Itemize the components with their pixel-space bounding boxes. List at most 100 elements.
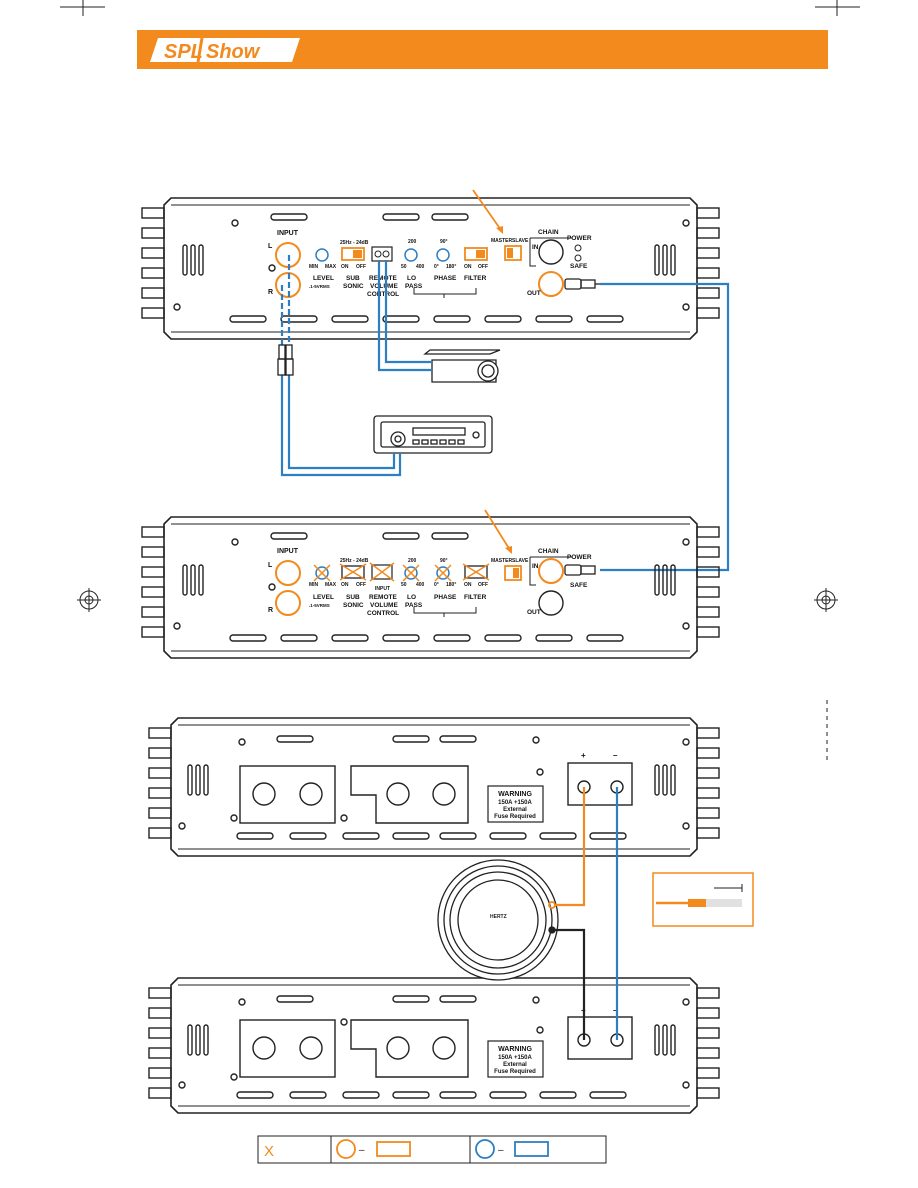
remote-label-3: CONTROL (367, 291, 399, 298)
legend-orange-circle-icon (336, 1139, 356, 1159)
level-max-label-2: MAX (325, 582, 337, 588)
phase-top-label-2: 90° (440, 558, 448, 564)
phase-knob (436, 248, 450, 262)
remote-input-port (371, 246, 393, 262)
warning-box-1: WARNING 150A +150A External Fuse Require… (487, 785, 544, 823)
remote-label-3-2: CONTROL (367, 610, 399, 617)
level-min-label-2: MIN (309, 582, 319, 588)
input-label: INPUT (277, 230, 299, 237)
chain-out-label-2: OUT (527, 609, 541, 616)
input-l-jack-2 (275, 560, 301, 586)
legend-orange-rect-icon (376, 1141, 411, 1157)
legend-dash-2: – (498, 1145, 504, 1156)
master-slave-switch (504, 245, 522, 261)
amplifier-power-bottom: + – WARNING 150A +150A External Fuse Req… (148, 977, 720, 1114)
subsonic-switch (341, 247, 365, 261)
registration-marks (77, 588, 838, 760)
subsonic-on-label: ON (341, 264, 349, 270)
power-label: POWER (567, 235, 592, 242)
rca-plugs-input (277, 344, 294, 376)
signal-cables-top (280, 255, 730, 572)
rca-plug-out (564, 278, 600, 290)
lopass-label-1: LO (407, 275, 416, 282)
slave-label-2: SLAVE (512, 558, 529, 564)
legend: X – – (257, 1135, 607, 1164)
level-sub-label: .1-5VRMS (309, 284, 330, 289)
filter-switch (464, 247, 488, 261)
master-arrow (472, 189, 503, 234)
filter-label-2: FILTER (464, 594, 487, 601)
amplifier-top: INPUT L R MIN MAX LEVEL .1-5VRMS 25Hz - … (141, 189, 720, 340)
legend-blue-circle-icon (475, 1139, 495, 1159)
chain-in-jack-2 (538, 558, 564, 584)
chain-in-label-2: IN (532, 563, 539, 570)
input-r-jack-2 (275, 590, 301, 616)
remote-label-1-2: REMOTE (369, 594, 397, 601)
level-min-label: MIN (309, 264, 319, 270)
subsonic-top-label: 25Hz - 24dB (340, 240, 369, 246)
subsonic-label: SUB (346, 275, 360, 282)
level-max-label: MAX (325, 264, 337, 270)
level-label: LEVEL (313, 275, 334, 282)
phase-min-label-2: 0° (434, 582, 439, 588)
remote-input-label-2: INPUT (375, 586, 390, 592)
lopass-max-label-2: 400 (416, 582, 425, 588)
filter-on-label: ON (464, 264, 472, 270)
amplifier-power-top: + – WARNING 150A +150A External Fuse Req… (148, 717, 720, 857)
lopass-label-2-2: PASS (405, 602, 423, 609)
subsonic-top-label-2: 25Hz - 24dB (340, 558, 369, 564)
lopass-min-label-2: 50 (401, 582, 407, 588)
input-r-label-2: R (268, 607, 273, 614)
warning-title-2: WARNING (498, 1046, 532, 1053)
level-label-2: LEVEL (313, 594, 334, 601)
warning-title-1: WARNING (498, 791, 532, 798)
level-sub-label-2: .1-5VRMS (309, 603, 330, 608)
amplifier-second: INPUT L R MIN MAX LEVEL .1-5VRMS 25Hz - … (141, 509, 720, 659)
lopass-label-2: PASS (405, 283, 423, 290)
safe-label: SAFE (570, 263, 588, 270)
rca-plug-in (564, 564, 596, 576)
svg-text:Show: Show (206, 41, 261, 63)
chain-label-2: CHAIN (538, 548, 559, 555)
phase-top-label: 90° (440, 239, 448, 245)
phase-label: PHASE (434, 275, 457, 282)
slave-label: SLAVE (512, 238, 529, 244)
filter-on-label-2: ON (464, 582, 472, 588)
header-bar: SPL Show (137, 30, 828, 69)
chain-in-jack (538, 239, 564, 265)
phase-label-2: PHASE (434, 594, 457, 601)
safe-label-2: SAFE (570, 582, 588, 589)
master-label-2: MASTER (491, 558, 513, 564)
chain-in-label: IN (532, 244, 539, 251)
chain-out-label: OUT (527, 290, 541, 297)
remote-volume-control (423, 349, 501, 383)
warning-line3-2: Fuse Required (494, 1069, 536, 1075)
power-label-2: POWER (567, 554, 592, 561)
warning-line1-2: 150A +150A (498, 1055, 532, 1061)
head-unit (373, 415, 493, 454)
subsonic-off-label: OFF (356, 264, 366, 270)
plus-label-1: + (581, 751, 586, 760)
subsonic-label2-2: SONIC (343, 602, 364, 609)
lopass-min-label: 50 (401, 264, 407, 270)
chain-out-jack-2 (538, 590, 564, 616)
legend-x-mark: X (264, 1143, 274, 1160)
minus-label-1: – (613, 751, 618, 760)
warning-box-2: WARNING 150A +150A External Fuse Require… (487, 1040, 544, 1078)
legend-dash-1: – (359, 1145, 365, 1156)
input-label-2: INPUT (277, 548, 299, 555)
subsonic-on-label-2: ON (341, 582, 349, 588)
lopass-knob (404, 248, 418, 262)
master-slave-switch-2 (504, 565, 522, 581)
speaker (437, 859, 559, 981)
remote-label-2-2: VOLUME (370, 602, 398, 609)
minus-label-2: – (613, 1006, 618, 1015)
input-r-label: R (268, 289, 273, 296)
legend-blue-rect-icon (514, 1141, 549, 1157)
lopass-label-1-2: LO (407, 594, 416, 601)
warning-line2-1: External (503, 807, 527, 813)
warning-line2-2: External (503, 1062, 527, 1068)
level-knob (315, 248, 329, 262)
master-label: MASTER (491, 238, 513, 244)
